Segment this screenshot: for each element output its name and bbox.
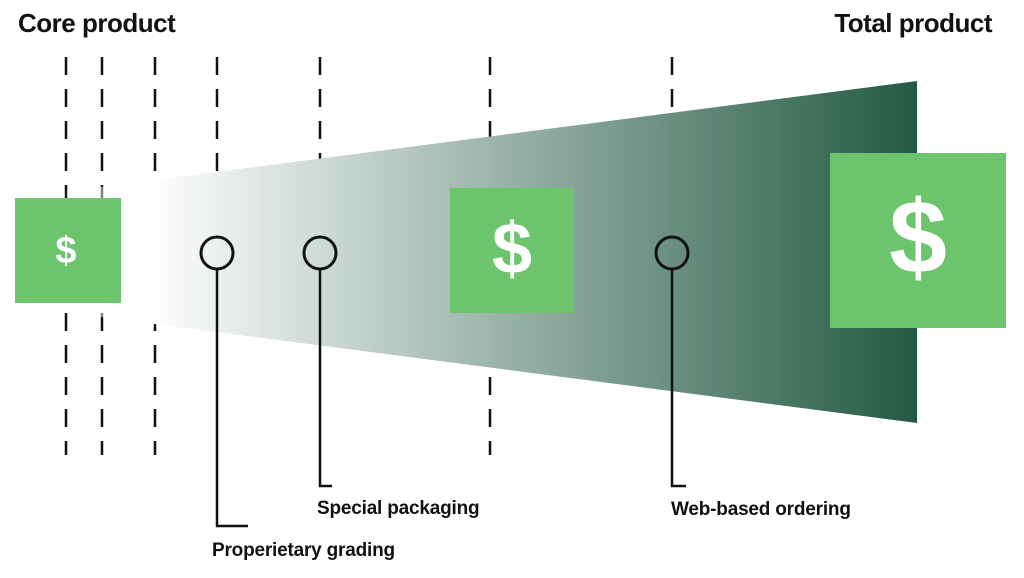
price-box-large-background xyxy=(830,153,1006,328)
dollar-sign-icon: $ xyxy=(889,180,947,296)
leader-line-ordering xyxy=(670,270,686,488)
price-box-small: $ xyxy=(15,198,121,303)
feature-label-grading: Properietary grading xyxy=(212,540,395,561)
feature-label-ordering: Web-based ordering xyxy=(671,499,851,520)
total-product-heading: Total product xyxy=(834,8,993,38)
dollar-sign-icon: $ xyxy=(55,230,76,272)
price-box-medium: $ xyxy=(450,188,574,313)
leader-line-packaging xyxy=(318,270,332,488)
feature-label-packaging: Special packaging xyxy=(317,498,479,519)
price-box-small-background xyxy=(15,198,121,303)
feature-marker-packaging xyxy=(302,235,338,271)
feature-marker-ordering xyxy=(654,235,690,271)
feature-marker-grading xyxy=(199,235,235,271)
price-box-medium-background xyxy=(450,188,574,313)
dollar-sign-icon: $ xyxy=(492,209,532,289)
price-box-large: $ xyxy=(830,153,1006,328)
leader-line-grading xyxy=(215,270,248,528)
core-product-heading: Core product xyxy=(18,8,176,38)
